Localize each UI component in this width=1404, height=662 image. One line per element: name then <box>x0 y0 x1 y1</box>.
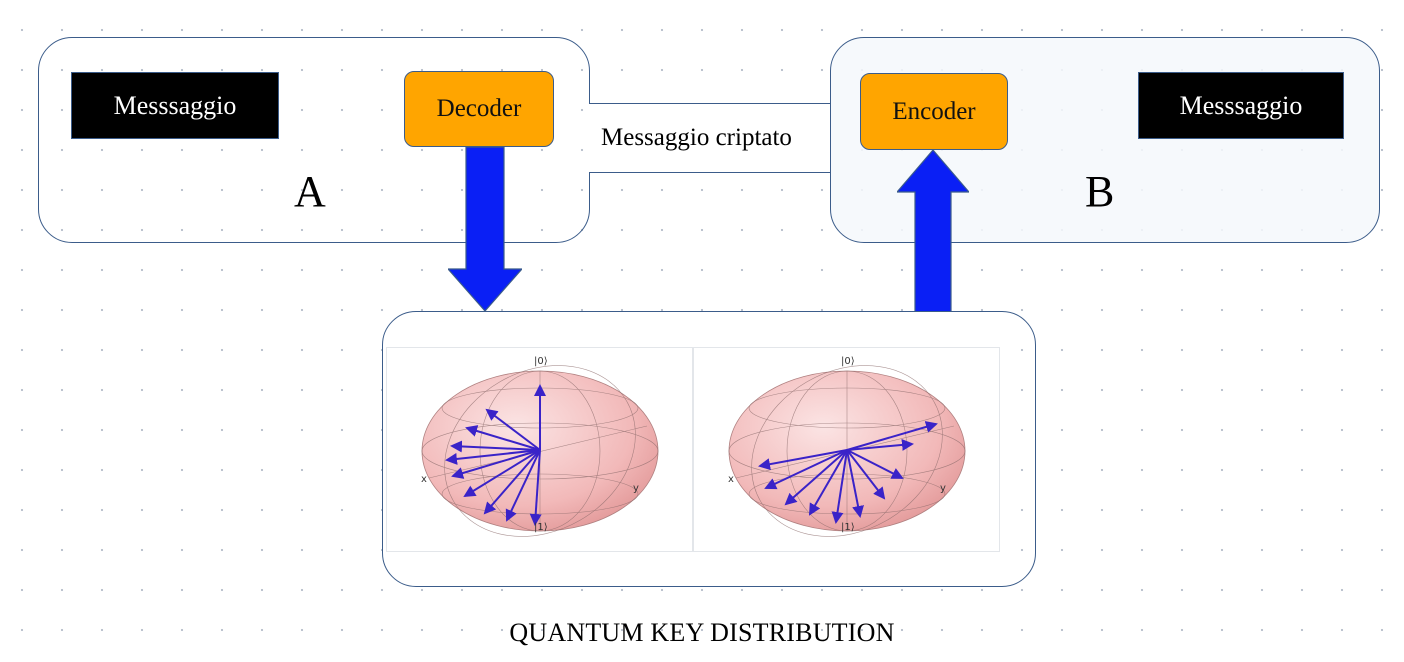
encoder-box: Encoder <box>860 73 1008 150</box>
state-vector <box>846 438 914 451</box>
state-vector <box>846 449 904 479</box>
y-axis-label: y <box>940 483 946 494</box>
state-vectors <box>445 384 546 526</box>
state-vectors <box>758 421 938 524</box>
state-vector <box>764 449 848 490</box>
ket-one-label: |1⟩ <box>841 522 855 533</box>
state-vector <box>846 421 938 451</box>
state-vector <box>450 440 541 453</box>
state-vector <box>465 425 541 451</box>
party-a-message-box: Messsaggio <box>71 72 279 139</box>
meridian-line <box>751 365 943 537</box>
qkd-to-encoder-arrow <box>897 150 969 312</box>
state-vector <box>758 449 848 471</box>
state-vector <box>485 408 541 451</box>
state-vector <box>846 449 864 518</box>
state-vector <box>831 449 848 524</box>
decoder-to-qkd-arrow <box>448 147 522 311</box>
encrypted-channel-label: Messaggio criptato <box>601 124 792 152</box>
ket-one-label: |1⟩ <box>534 522 548 533</box>
y-axis-label: y <box>633 483 639 494</box>
x-axis-label: x <box>421 474 427 485</box>
meridian-line <box>444 365 636 537</box>
bloch-sphere-left: |0⟩ |1⟩ x y <box>386 347 693 552</box>
party-a-label: A <box>294 167 326 216</box>
state-vector <box>529 449 542 526</box>
state-vector <box>784 449 848 506</box>
x-axis-label: x <box>728 474 734 485</box>
state-vector <box>808 449 848 516</box>
party-b-label: B <box>1085 167 1115 216</box>
qkd-panel <box>382 311 1036 587</box>
ket-zero-label: |0⟩ <box>841 356 855 367</box>
state-vector <box>445 449 541 465</box>
state-vector <box>846 449 886 500</box>
decoder-box: Decoder <box>404 71 554 147</box>
state-vector <box>505 449 541 522</box>
state-vector <box>451 449 541 479</box>
state-vector <box>483 449 541 515</box>
state-vector <box>463 449 541 498</box>
ket-zero-label: |0⟩ <box>534 356 548 367</box>
diagram-title: QUANTUM KEY DISTRIBUTION <box>509 618 895 647</box>
bloch-sphere-right: |0⟩ |1⟩ x y <box>693 347 1000 552</box>
party-b-message-box: Messsaggio <box>1138 72 1344 139</box>
